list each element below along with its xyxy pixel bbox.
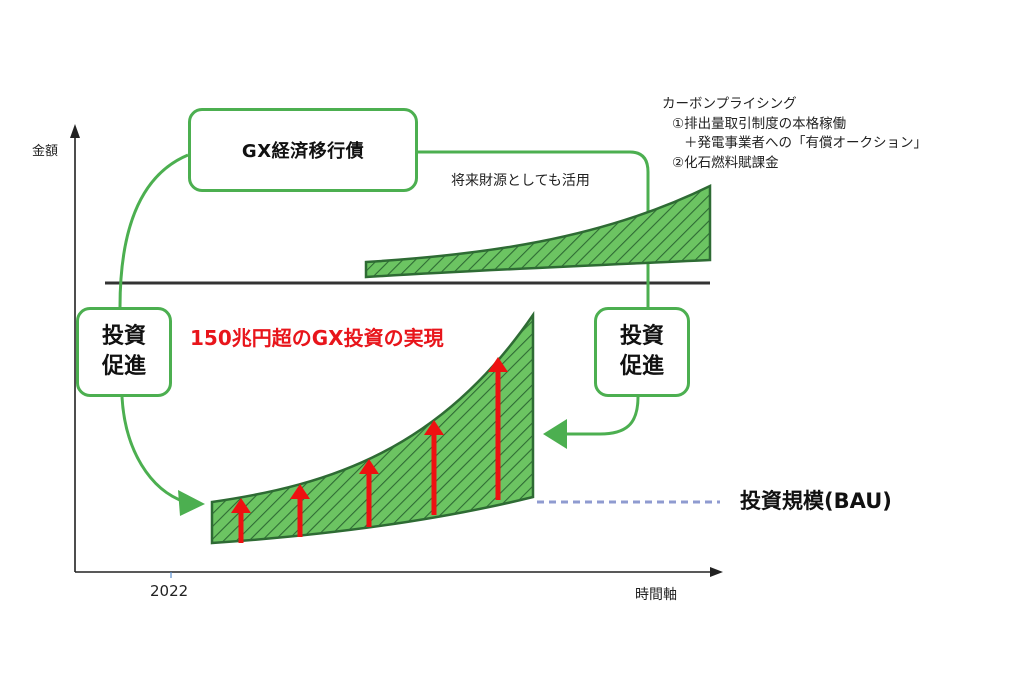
carbon-pricing-title: カーボンプライシング xyxy=(662,96,797,112)
y-axis xyxy=(70,124,80,572)
investment-promotion-box-left: 投資 促進 xyxy=(76,307,172,397)
promo-left-line1: 投資 xyxy=(101,324,146,350)
connector-lines xyxy=(118,150,650,504)
carbon-pricing-item-1-sub: ＋発電事業者への「有償オークション」 xyxy=(684,135,927,152)
gx-bond-label: GX経済移行債 xyxy=(241,141,365,162)
arrow-from-right-promo xyxy=(543,419,567,449)
promo-right-line1: 投資 xyxy=(619,324,664,350)
x-axis-label: 時間軸 xyxy=(635,587,677,603)
carbon-pricing-item-2: ②化石燃料賦課金 xyxy=(672,154,779,171)
red-growth-arrows xyxy=(231,357,508,543)
future-funding-note: 将来財源としても活用 xyxy=(451,173,590,189)
x-axis xyxy=(75,567,723,578)
promo-left-line2: 促進 xyxy=(101,354,146,379)
bau-label: 投資規模(BAU) xyxy=(740,489,892,513)
arrow-to-lower-wedge xyxy=(178,490,205,516)
gx-bond-box: GX経済移行債 xyxy=(188,108,418,192)
carbon-pricing-note: カーボンプライシング ①排出量取引制度の本格稼働 ＋発電事業者への「有償オークシ… xyxy=(662,95,927,173)
x-tick-label-2022: 2022 xyxy=(150,582,189,600)
carbon-pricing-wedge xyxy=(364,183,712,279)
y-axis-label: 金額 xyxy=(32,144,59,159)
headline-gx-investment: 150兆円超のGX投資の実現 xyxy=(190,326,444,350)
carbon-pricing-item-1: ①排出量取引制度の本格稼働 xyxy=(672,115,847,132)
investment-promotion-box-right: 投資 促進 xyxy=(594,307,690,397)
gx-investment-wedge xyxy=(210,310,535,545)
promo-right-line2: 促進 xyxy=(619,354,664,379)
